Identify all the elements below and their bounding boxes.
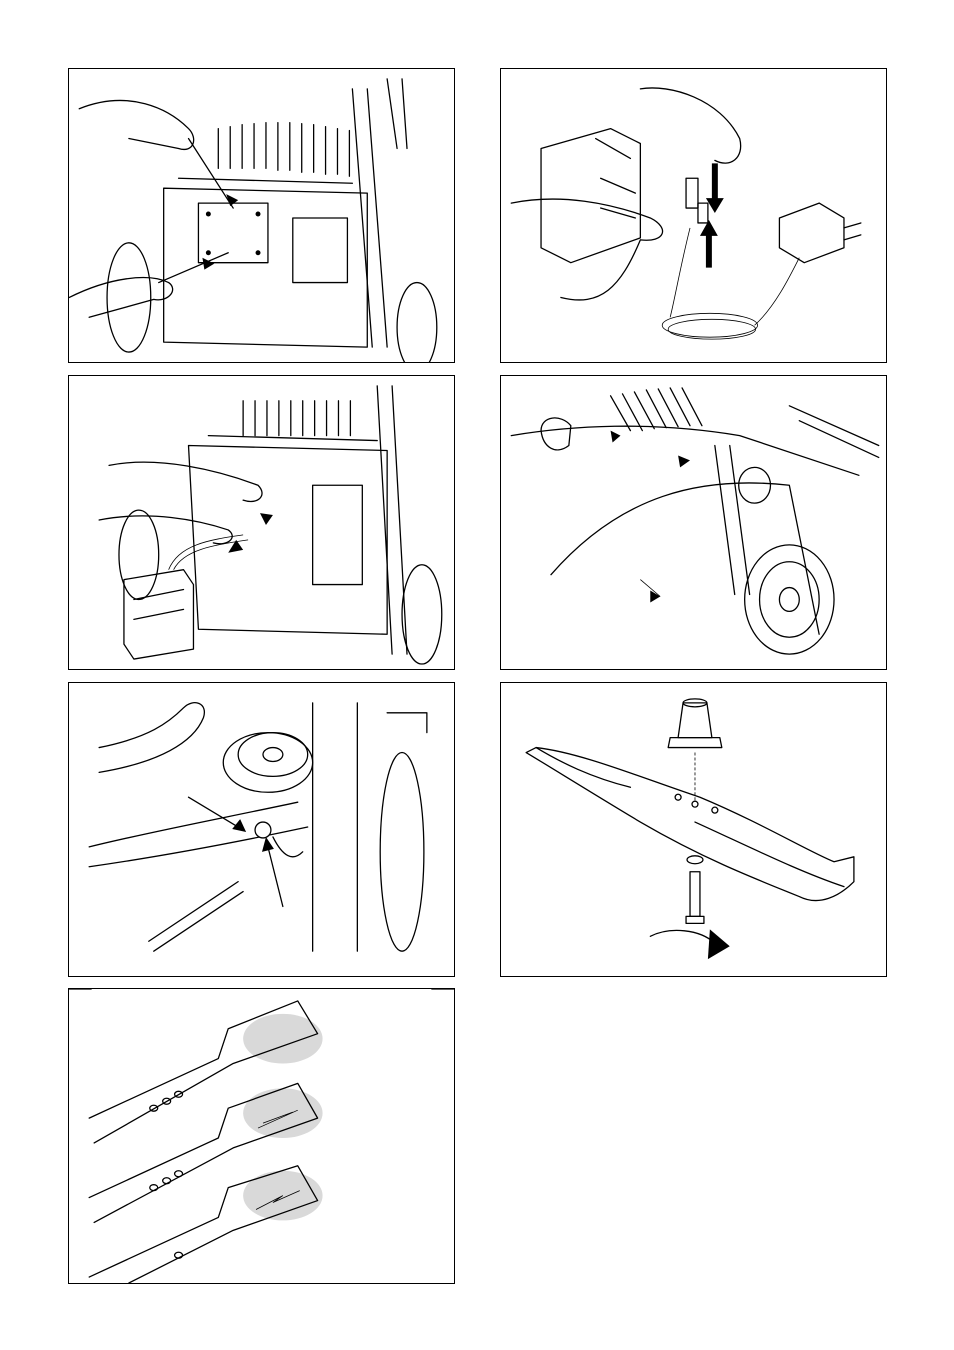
wheel-left	[107, 243, 151, 352]
arrow-down-icon	[706, 163, 724, 213]
knob-icon	[739, 467, 771, 503]
figure-3-battery-removal	[68, 375, 455, 670]
hand-lower	[99, 516, 232, 544]
hand-lower	[69, 278, 172, 318]
grille-slats	[243, 401, 350, 436]
illustration-drive-belt	[69, 683, 454, 976]
illustration-height-adjustment	[501, 376, 886, 669]
wheel	[380, 753, 424, 952]
wheel-left	[119, 510, 159, 599]
knob-icon	[541, 418, 571, 450]
washer	[687, 856, 703, 864]
bolt	[690, 872, 700, 917]
spring	[149, 882, 243, 952]
illustration-blade-assembly	[501, 683, 886, 976]
wheel-right	[397, 283, 437, 362]
figure-5-drive-belt	[68, 682, 455, 977]
wheel-right	[402, 565, 442, 664]
cable-coil	[662, 313, 757, 337]
figure-4-height-adjustment	[500, 375, 887, 670]
battery-pack	[541, 129, 640, 263]
arrow-icon	[611, 431, 621, 443]
arrow-icon	[232, 819, 246, 832]
connector-plug	[686, 178, 698, 208]
illustration-blade-wear	[69, 989, 454, 1283]
grille-slats	[611, 388, 702, 431]
illustration-battery-cover	[69, 69, 454, 362]
figure-2-charger	[500, 68, 887, 363]
arrow-icon	[678, 455, 690, 467]
arrow-icon	[262, 837, 274, 852]
illustration-battery-removal	[69, 376, 454, 669]
arrow-up-icon	[700, 220, 718, 268]
blade-hub	[668, 699, 722, 748]
adjustment-lever	[715, 446, 750, 595]
hand-icon	[99, 703, 204, 773]
hand-upper	[109, 462, 262, 501]
figure-1-battery-cover	[68, 68, 455, 363]
hand-upper	[640, 88, 740, 163]
charger-icon	[779, 203, 844, 263]
grille-slats	[218, 123, 349, 177]
figure-6-blade-assembly	[500, 682, 887, 977]
arrow-icon	[260, 513, 273, 525]
illustration-charger	[501, 69, 886, 362]
handle-bar	[352, 89, 387, 347]
hand-lower	[511, 199, 662, 300]
wheel	[745, 545, 834, 654]
rotation-arrow-icon	[708, 929, 730, 959]
pulley	[223, 733, 312, 793]
screwdriver	[188, 139, 233, 209]
arrow-icon	[228, 540, 243, 553]
hand-upper	[79, 101, 193, 150]
figure-7-blade-wear	[68, 988, 455, 1284]
tensioner-bolt	[255, 822, 271, 838]
